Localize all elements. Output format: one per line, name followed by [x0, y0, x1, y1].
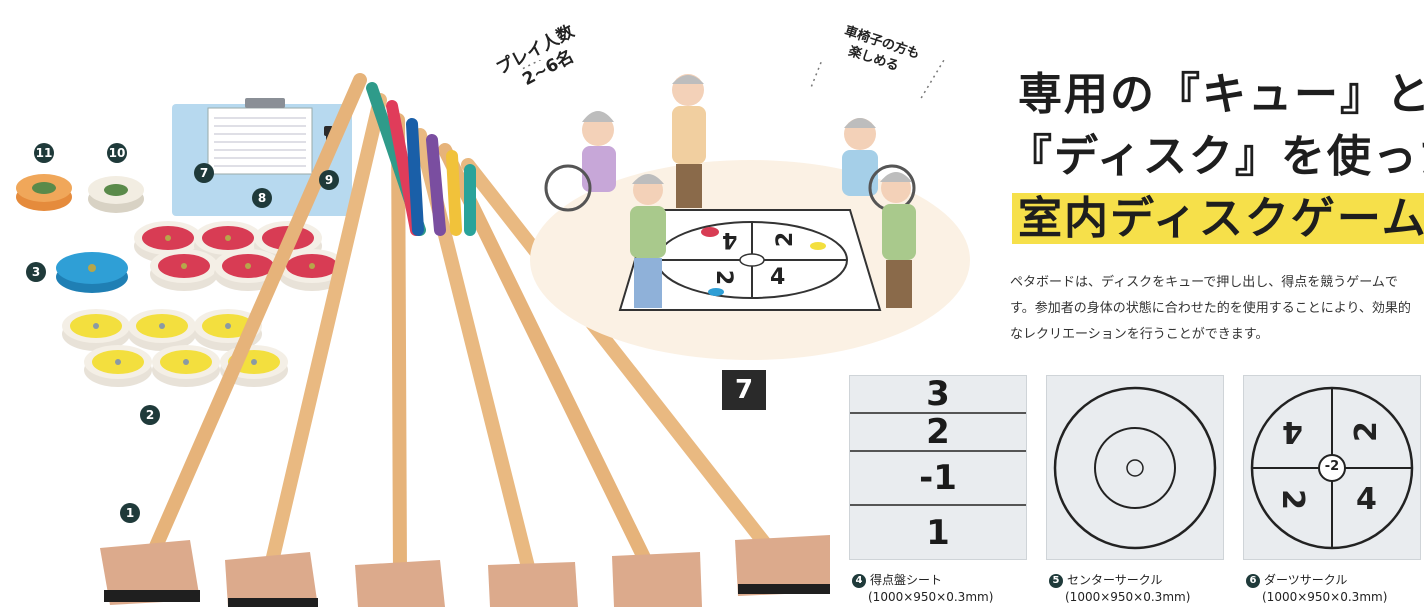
- mat-quadrant-tr: 2: [773, 231, 799, 248]
- mat-quadrant-br: 4: [770, 265, 786, 290]
- person-green-left: [630, 174, 666, 308]
- caption-5-name: センターサークル: [1067, 573, 1163, 587]
- person-standing-top: [672, 74, 706, 208]
- item-badge: 7: [722, 370, 766, 410]
- score-row-3: -1: [850, 450, 1026, 504]
- title-line-1: 専用の『キュー』と: [1018, 69, 1424, 120]
- score-row-2: 2: [850, 412, 1026, 450]
- caption-4-name: 得点盤シート: [870, 573, 943, 587]
- mat-quadrant-bl: 2: [711, 269, 737, 286]
- person-green-right: [880, 172, 916, 308]
- product-photo: [16, 73, 830, 607]
- marker-10: 10: [107, 143, 127, 163]
- clipboard-scoreboard: [172, 98, 352, 216]
- person-wheelchair-left: [544, 111, 616, 212]
- darts-circle-graphic: [1250, 386, 1414, 550]
- score-sheet-panel: 3 2 -1 1: [849, 375, 1027, 560]
- cues: [143, 73, 777, 582]
- mat-quadrant-tl: 4: [722, 227, 738, 252]
- players-illustration: [520, 60, 970, 360]
- description: ペタボードは、ディスクをキューで押し出し、得点を競うゲームです。参加者の身体の状…: [1010, 275, 1411, 342]
- marker-11: 11: [34, 143, 54, 163]
- score-row-1: 3: [926, 374, 950, 414]
- darts-quadrant-tl: 4: [1282, 414, 1303, 449]
- darts-quadrant-br: 4: [1356, 482, 1377, 517]
- darts-circle-panel: -2 4 2 2 4: [1243, 375, 1421, 560]
- marker-1: 1: [120, 503, 140, 523]
- darts-center: -2: [1324, 459, 1340, 474]
- marker-9: 9: [319, 170, 339, 190]
- person-wheelchair-right: [842, 118, 916, 212]
- caption-score-sheet: 4 得点盤シート (1000×950×0.3mm): [852, 572, 993, 606]
- caption-4-size: (1000×950×0.3mm): [868, 590, 994, 604]
- caption-6-number: 6: [1246, 574, 1260, 588]
- darts-quadrant-bl: 2: [1274, 489, 1310, 510]
- caption-6-name: ダーツサークル: [1264, 573, 1348, 587]
- caption-darts-circle: 6 ダーツサークル (1000×950×0.3mm): [1246, 572, 1387, 606]
- title-line-2: 『ディスク』を使った: [1008, 131, 1424, 182]
- title-line-3: 室内ディスクゲーム。: [1012, 182, 1424, 246]
- center-circle-panel: [1046, 375, 1224, 560]
- disc-blue: [56, 252, 128, 293]
- marker-2: 2: [140, 405, 160, 425]
- caption-4-number: 4: [852, 574, 866, 588]
- darts-quadrant-tr: 2: [1348, 421, 1384, 442]
- score-row-4: 1: [850, 504, 1026, 560]
- marker-7: 7: [194, 163, 214, 183]
- tape-rolls: [16, 174, 144, 213]
- center-circle-graphic: [1053, 386, 1217, 550]
- caption-6-size: (1000×950×0.3mm): [1262, 590, 1388, 604]
- caption-5-size: (1000×950×0.3mm): [1065, 590, 1191, 604]
- discs-red: [134, 221, 346, 291]
- marker-3: 3: [26, 262, 46, 282]
- title-highlight: 室内ディスクゲーム。: [1012, 193, 1424, 244]
- caption-center-circle: 5 センターサークル (1000×950×0.3mm): [1049, 572, 1190, 606]
- marker-8: 8: [252, 188, 272, 208]
- caption-5-number: 5: [1049, 574, 1063, 588]
- cue-heads: [100, 535, 830, 607]
